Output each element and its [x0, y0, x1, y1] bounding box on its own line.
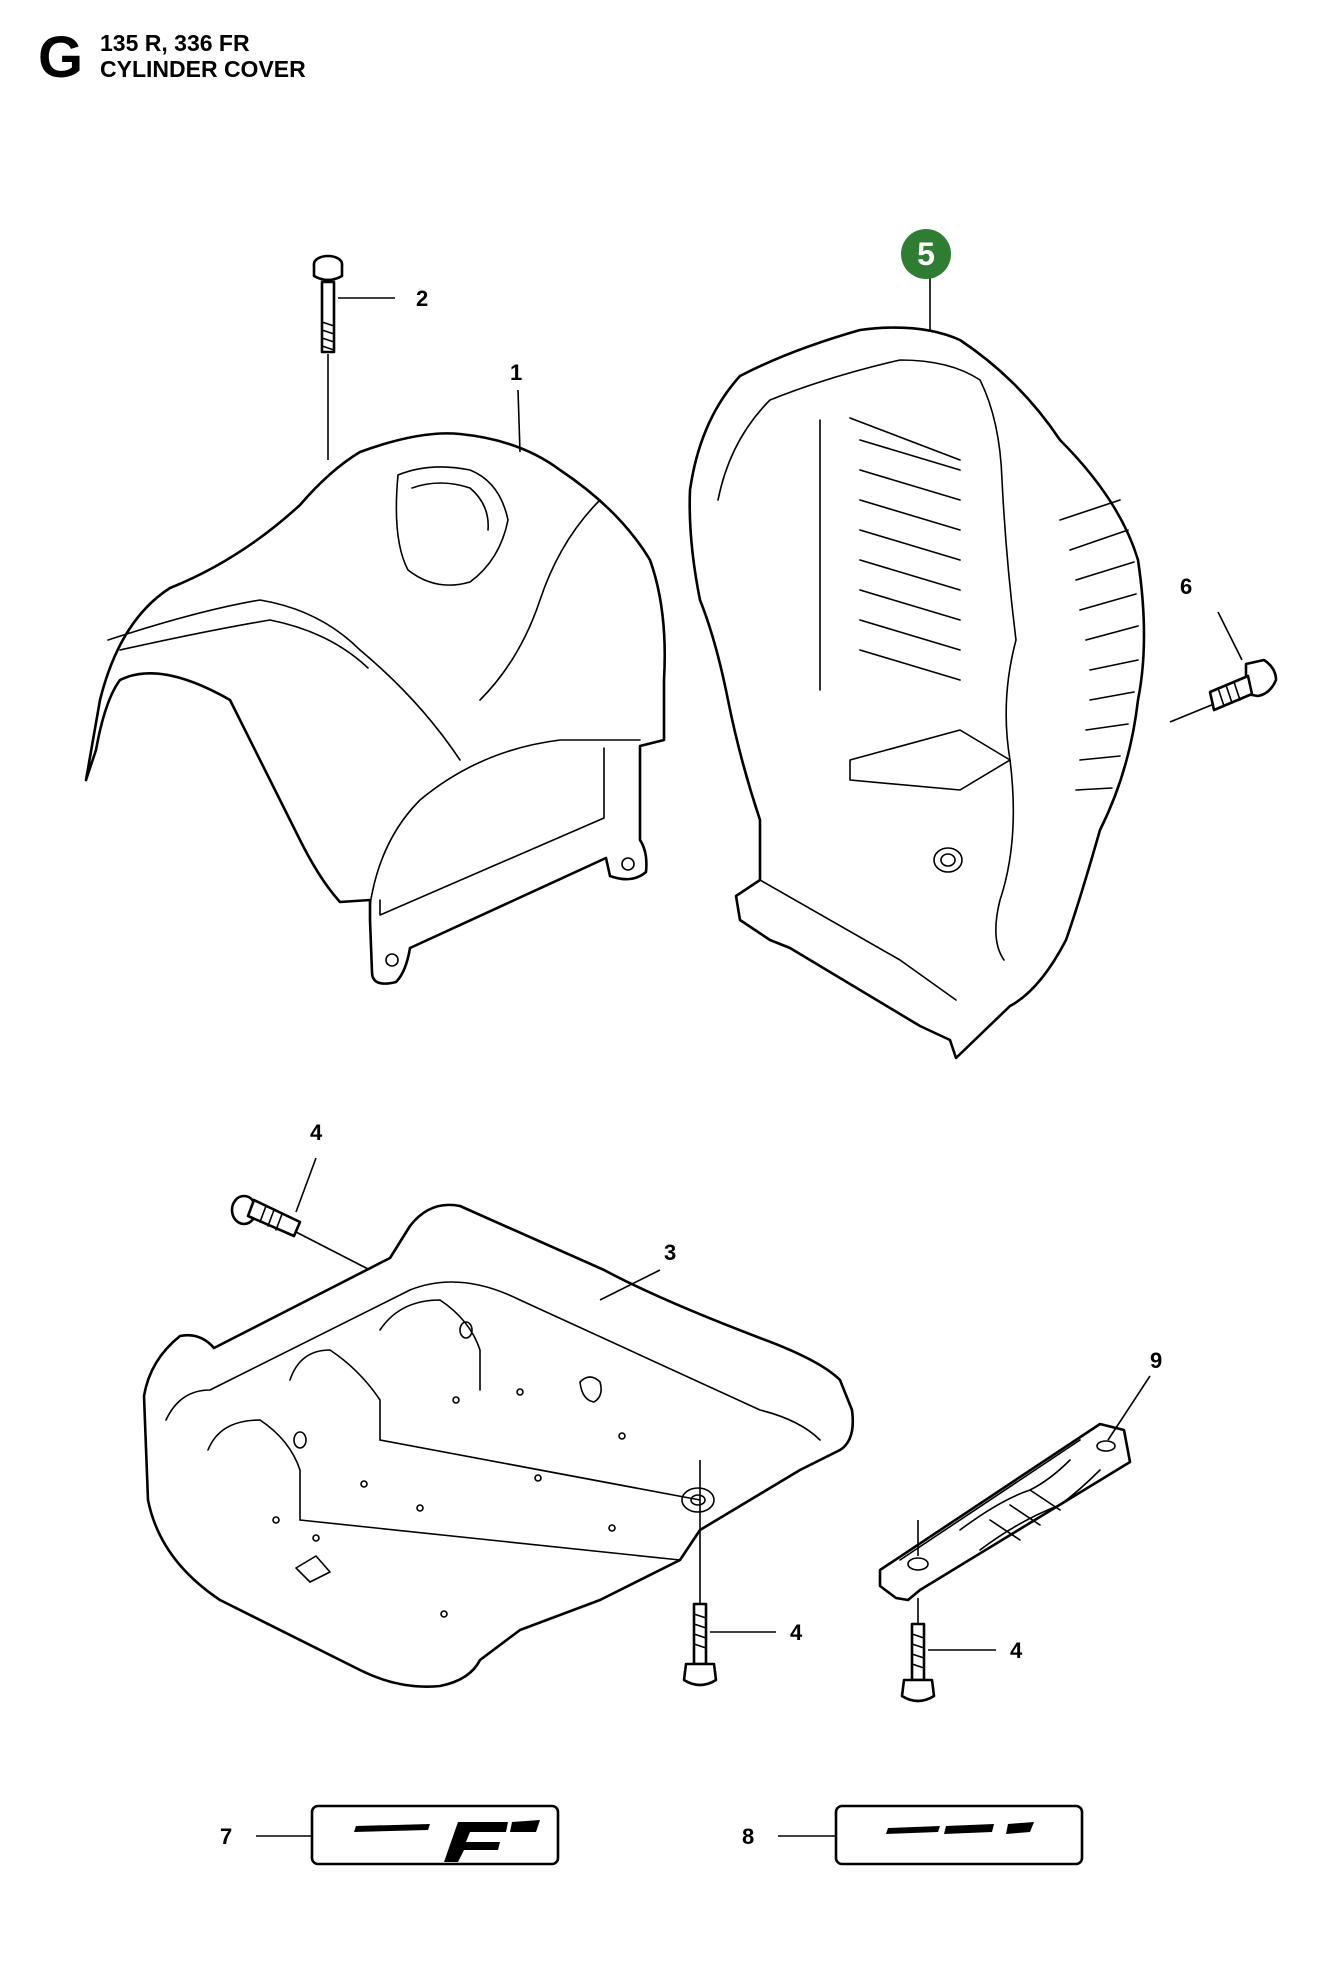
- callout-6-label: 6: [1180, 574, 1192, 599]
- part-7-decal[interactable]: [256, 1804, 560, 1866]
- callout-2-label: 2: [416, 286, 428, 311]
- part-6-screw[interactable]: [1169, 611, 1278, 723]
- callout-4-label-middle: 4: [790, 1620, 803, 1645]
- callout-7-label: 7: [220, 1824, 232, 1849]
- callout-4-label-lower: 4: [1010, 1638, 1023, 1663]
- callout-9-label: 9: [1150, 1348, 1162, 1373]
- part-8-decal[interactable]: [778, 1804, 1084, 1866]
- section-letter: G: [38, 25, 84, 90]
- callout-5-label: 5: [917, 236, 935, 272]
- part-5-highlight-badge[interactable]: 5: [901, 229, 951, 279]
- part-9-bracket[interactable]: [878, 1375, 1151, 1650]
- part-4-screw-middle[interactable]: [682, 1602, 776, 1687]
- part-4-screw-lower[interactable]: [900, 1622, 996, 1703]
- model-list: 135 R, 336 FR: [100, 30, 250, 56]
- callout-1-label: 1: [510, 360, 522, 385]
- part-4-screw-upper[interactable]: [230, 1157, 371, 1271]
- part-5-cylinder-shroud[interactable]: [688, 270, 1146, 1060]
- diagram-title: CYLINDER COVER: [100, 56, 306, 82]
- callout-8-label: 8: [742, 1824, 754, 1849]
- part-2-screw[interactable]: [312, 254, 395, 460]
- part-3-lower-cover[interactable]: [142, 1203, 855, 1688]
- callout-4-label-upper: 4: [310, 1120, 323, 1145]
- callout-3-label: 3: [664, 1240, 676, 1265]
- part-1-cylinder-cover-top[interactable]: [84, 432, 667, 985]
